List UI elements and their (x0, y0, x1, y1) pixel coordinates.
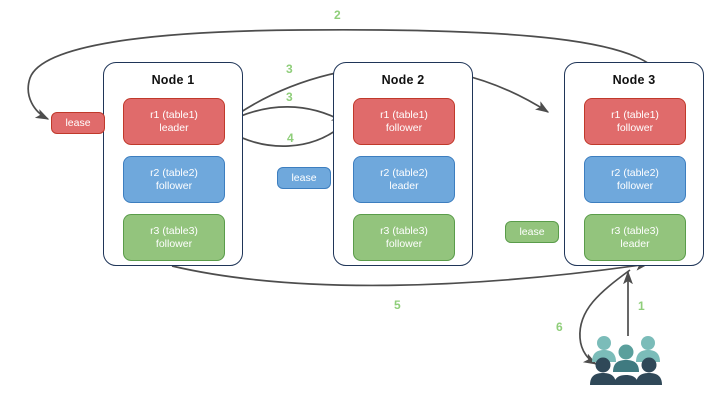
replica-name: r1 (table1) (380, 108, 428, 121)
step-number-1: 1 (638, 299, 645, 313)
replica-role: follower (155, 237, 193, 250)
replica-role: follower (385, 237, 423, 250)
replica-name: r2 (table2) (611, 166, 659, 179)
replica-name: r1 (table1) (150, 108, 198, 121)
replica-role: follower (385, 121, 423, 134)
step-number-5: 5 (394, 298, 401, 312)
node-container-3: Node 3 r1 (table1) follower r2 (table2) … (564, 62, 704, 266)
replica-n3-r1[interactable]: r1 (table1) follower (584, 98, 686, 145)
replica-n1-r2[interactable]: r2 (table2) follower (123, 156, 225, 203)
lease-badge-red[interactable]: lease (51, 112, 105, 134)
replica-role: follower (616, 121, 654, 134)
node-title-3: Node 3 (612, 73, 656, 87)
replica-n3-r3[interactable]: r3 (table3) leader (584, 214, 686, 261)
node-title-1: Node 1 (151, 73, 195, 87)
replica-n2-r3[interactable]: r3 (table3) follower (353, 214, 455, 261)
arrow-step-5 (171, 260, 650, 287)
replica-n1-r1[interactable]: r1 (table1) leader (123, 98, 225, 145)
step-number-6: 6 (556, 320, 563, 334)
replica-name: r2 (table2) (380, 166, 428, 179)
replica-role: leader (159, 121, 189, 134)
replica-role: leader (620, 237, 650, 250)
replica-name: r3 (table3) (150, 224, 198, 237)
step-number-4: 4 (287, 131, 294, 145)
replica-name: r2 (table2) (150, 166, 198, 179)
replica-n3-r2[interactable]: r2 (table2) follower (584, 156, 686, 203)
node-container-1: Node 1 r1 (table1) leader r2 (table2) fo… (103, 62, 243, 266)
replica-n1-r3[interactable]: r3 (table3) follower (123, 214, 225, 261)
step-number-3-lower: 3 (286, 90, 293, 104)
lease-badge-blue[interactable]: lease (277, 167, 331, 189)
node-title-2: Node 2 (381, 73, 425, 87)
replica-n2-r2[interactable]: r2 (table2) leader (353, 156, 455, 203)
replica-name: r3 (table3) (380, 224, 428, 237)
replica-role: follower (616, 179, 654, 192)
replica-role: leader (389, 179, 419, 192)
replica-name: r1 (table1) (611, 108, 659, 121)
clients-people-icon (590, 336, 662, 385)
lease-badge-green[interactable]: lease (505, 221, 559, 243)
replica-name: r3 (table3) (611, 224, 659, 237)
node-container-2: Node 2 r1 (table1) follower r2 (table2) … (333, 62, 473, 266)
replica-n2-r1[interactable]: r1 (table1) follower (353, 98, 455, 145)
replica-role: follower (155, 179, 193, 192)
step-number-3-upper: 3 (286, 62, 293, 76)
step-number-2: 2 (334, 8, 341, 22)
